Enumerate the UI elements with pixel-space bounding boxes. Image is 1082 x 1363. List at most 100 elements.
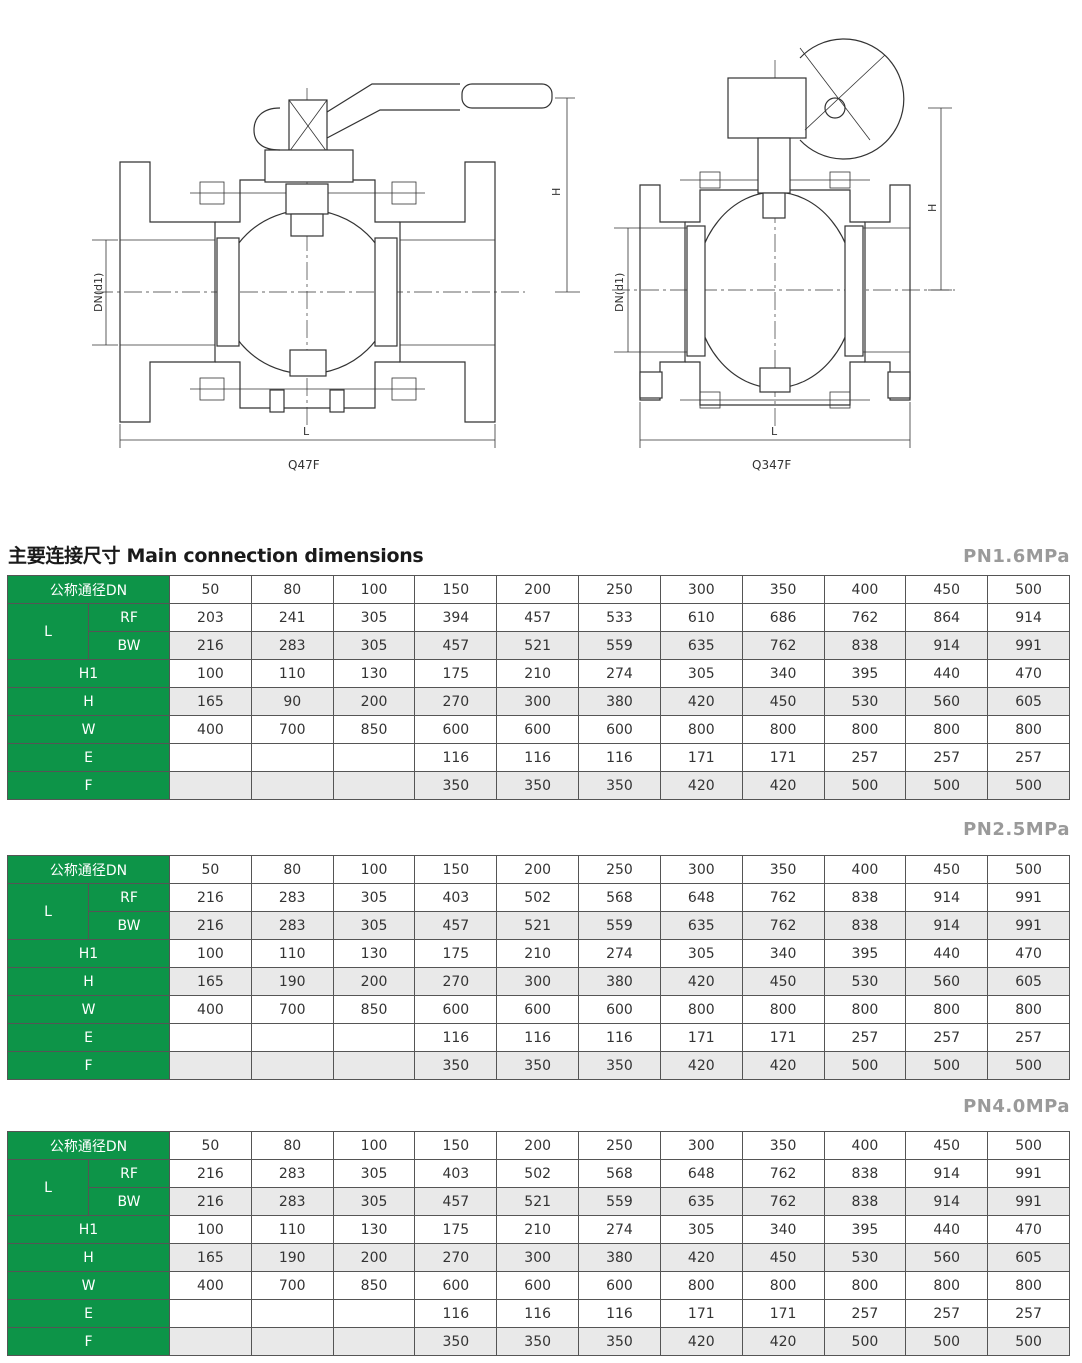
table-cell: 257 — [987, 1023, 1070, 1052]
table-cell: 450 — [905, 575, 989, 604]
table-cell: 130 — [332, 659, 416, 688]
table-cell: 305 — [659, 939, 743, 968]
table-cell — [169, 771, 252, 800]
table-cell: 100 — [169, 939, 252, 968]
table-row: BW 216 283 305 457 521 559 635 762 838 9… — [8, 631, 1070, 660]
row-header: E — [6, 1299, 171, 1328]
table-cell: 800 — [659, 995, 743, 1024]
table-cell: 440 — [905, 659, 989, 688]
table-cell: 533 — [578, 603, 661, 632]
table-cell — [250, 1051, 334, 1080]
table-cell: 50 — [169, 1131, 252, 1160]
table-cell: 635 — [659, 911, 743, 940]
table-cell: 500 — [987, 1131, 1070, 1160]
table-cell: 400 — [823, 1131, 907, 1160]
table-cell — [250, 1023, 334, 1052]
pn-label-1: PN1.6MPa — [963, 546, 1070, 567]
table-cell: 400 — [823, 575, 907, 604]
table-cell: 257 — [905, 743, 989, 772]
table-cell — [169, 1023, 252, 1052]
table-row: H 165 190 200 270 300 380 420 450 530 56… — [6, 1243, 1070, 1272]
pn-label-2: PN2.5MPa — [963, 819, 1070, 840]
technical-drawings: H DN(d1) L Q47F H DN(d1) L Q347F — [0, 0, 1082, 490]
table-cell: 350 — [741, 575, 825, 604]
table-cell: 175 — [414, 659, 498, 688]
row-header: H — [6, 687, 171, 716]
table-cell: 305 — [332, 1187, 416, 1216]
table-cell: 700 — [250, 715, 334, 744]
table-cell: 350 — [578, 1051, 661, 1080]
table-cell: 350 — [414, 771, 498, 800]
table-cell: 605 — [987, 967, 1070, 996]
table-cell: 762 — [823, 603, 907, 632]
table-cell: 800 — [659, 715, 743, 744]
table-cell — [250, 771, 334, 800]
table-cell: 210 — [496, 1215, 580, 1244]
table-cell: 216 — [169, 1187, 252, 1216]
table-cell: 380 — [578, 1243, 661, 1272]
table-cell: 100 — [169, 1215, 252, 1244]
table-cell: 991 — [987, 631, 1070, 660]
table-cell: 283 — [250, 1187, 334, 1216]
table-row: E 116 116 116 171 171 257 257 257 — [6, 743, 1070, 772]
table-cell: 800 — [905, 715, 989, 744]
table-cell: 600 — [496, 1271, 580, 1300]
table-cell: 530 — [823, 967, 907, 996]
table-cell: 200 — [332, 1243, 416, 1272]
q347f-dn-label: DN(d1) — [613, 272, 626, 312]
table-cell: 380 — [578, 967, 661, 996]
table-cell — [169, 1327, 252, 1356]
table-cell: 559 — [578, 1187, 661, 1216]
table-cell: 521 — [496, 911, 580, 940]
table-cell: 171 — [741, 743, 825, 772]
q47f-dn-label: DN(d1) — [92, 272, 105, 312]
table-cell: 210 — [496, 659, 580, 688]
table-cell: 350 — [741, 855, 825, 884]
table-cell: 216 — [169, 883, 252, 912]
table-cell: 300 — [496, 1243, 580, 1272]
table-cell: 257 — [987, 1299, 1070, 1328]
table-cell: 171 — [659, 1299, 743, 1328]
table-row: L RF 203 241 305 394 457 533 610 686 762… — [7, 603, 1070, 660]
table-cell: 241 — [250, 603, 334, 632]
table-cell: 800 — [987, 1271, 1070, 1300]
table-cell: 700 — [250, 1271, 334, 1300]
table-cell: 150 — [414, 855, 498, 884]
table-cell: 130 — [332, 939, 416, 968]
row-header: H1 — [6, 1215, 171, 1244]
table-cell: 270 — [414, 1243, 498, 1272]
q347f-caption: Q347F — [752, 458, 792, 472]
table-cell: 350 — [496, 1051, 580, 1080]
row-header: F — [6, 1327, 171, 1356]
dn-header: 公称通径DN — [6, 1131, 171, 1160]
table-cell: 165 — [169, 967, 252, 996]
table-cell: 648 — [659, 1159, 743, 1188]
table-cell: 210 — [496, 939, 580, 968]
table-cell: 420 — [659, 687, 743, 716]
table-cell: 450 — [741, 967, 825, 996]
table-cell: 274 — [578, 939, 661, 968]
table-cell: 110 — [250, 1215, 334, 1244]
table-cell: 395 — [823, 1215, 907, 1244]
table-cell: 502 — [496, 883, 580, 912]
table-row: BW 216 283 305 457 521 559 635 762 838 9… — [8, 1187, 1070, 1216]
table-cell: 350 — [496, 1327, 580, 1356]
table-cell: 600 — [578, 715, 661, 744]
q347f-drawing — [612, 38, 955, 448]
q347f-l-label: L — [771, 425, 778, 438]
table-cell: 305 — [332, 631, 416, 660]
table-cell: 175 — [414, 939, 498, 968]
table-cell: 395 — [823, 939, 907, 968]
table-row: E 116 116 116 171 171 257 257 257 — [6, 1299, 1070, 1328]
row-header: RF — [87, 883, 171, 912]
table-cell: 605 — [987, 1243, 1070, 1272]
dn-header: 公称通径DN — [6, 855, 171, 884]
table-row: L RF 216 283 305 403 502 568 648 762 838… — [7, 1159, 1070, 1216]
table-cell: 250 — [578, 575, 661, 604]
table-cell: 50 — [169, 855, 252, 884]
table-row: L RF 216 283 305 403 502 568 648 762 838… — [7, 883, 1070, 940]
table-cell: 200 — [496, 855, 580, 884]
table-cell: 100 — [332, 855, 416, 884]
table-cell: 991 — [987, 1159, 1070, 1188]
table-cell: 150 — [414, 1131, 498, 1160]
